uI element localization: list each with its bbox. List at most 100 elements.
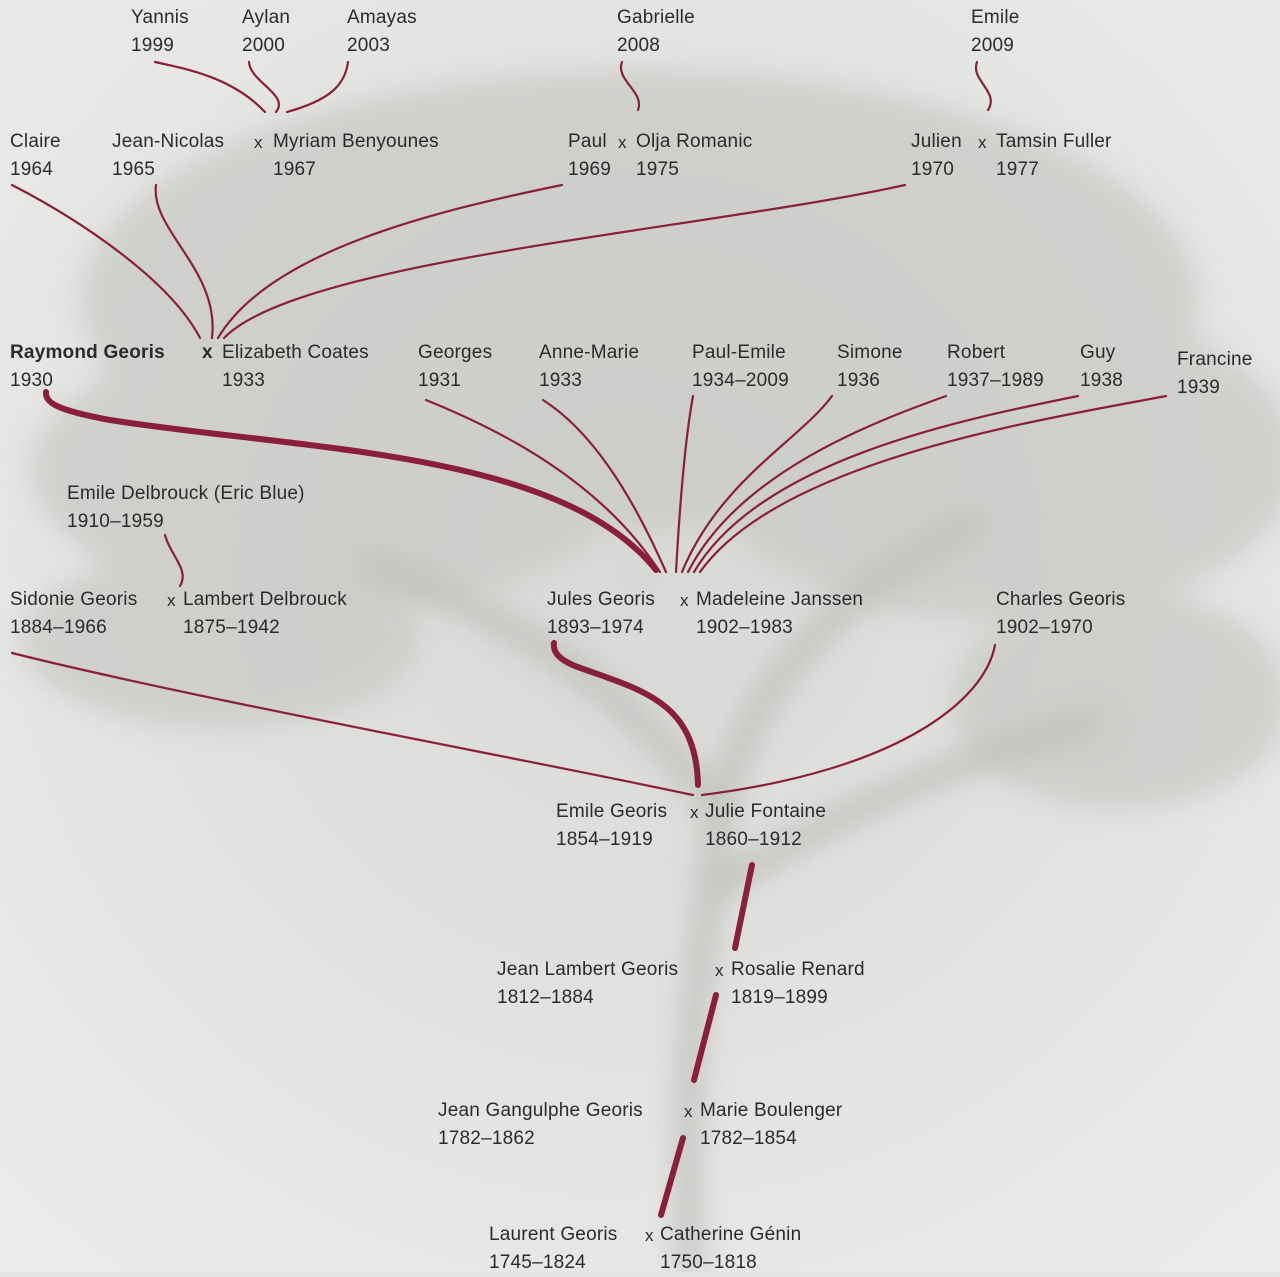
person-catherine-genin: Catherine Génin 1750–1818 <box>660 1221 801 1277</box>
person-dates: 1812–1884 <box>497 987 594 1008</box>
person-julie-fontaine: Julie Fontaine 1860–1912 <box>705 798 826 854</box>
person-name: Anne-Marie <box>539 342 640 363</box>
person-aylan: Aylan 2000 <box>242 4 290 60</box>
person-name: Raymond Georis <box>10 342 165 363</box>
person-name: Simone <box>837 342 903 363</box>
person-dates: 2009 <box>971 35 1015 56</box>
person-name: Lambert Delbrouck <box>183 589 347 610</box>
person-dates: 1970 <box>911 159 955 180</box>
person-dates: 1930 <box>10 370 54 391</box>
person-name: Guy <box>1080 342 1116 363</box>
person-marie-boulenger: Marie Boulenger 1782–1854 <box>700 1097 842 1153</box>
person-dates: 1939 <box>1177 377 1221 398</box>
person-gabrielle: Gabrielle 2008 <box>617 4 695 60</box>
person-dates: 1854–1919 <box>556 829 653 850</box>
person-dates: 1910–1959 <box>67 511 164 532</box>
person-name: Julien <box>911 131 962 152</box>
person-name: Madeleine Janssen <box>696 589 864 610</box>
person-name: Paul <box>568 131 607 152</box>
lineage-link <box>658 1135 686 1218</box>
person-paul-emile: Paul-Emile 1934–2009 <box>692 339 789 395</box>
person-dates: 1750–1818 <box>660 1252 757 1273</box>
child-link <box>698 394 1168 574</box>
person-emile-2009: Emile 2009 <box>971 4 1020 60</box>
person-name: Paul-Emile <box>692 342 786 363</box>
person-dates: 1819–1899 <box>731 987 828 1008</box>
child-link-delbrouck <box>163 533 184 588</box>
person-dates: 1975 <box>636 159 680 180</box>
person-robert: Robert 1937–1989 <box>947 339 1044 395</box>
marriage-separator: x <box>645 1226 654 1245</box>
marriage-separator: x <box>715 961 724 980</box>
person-emile-georis: Emile Georis 1854–1919 <box>556 798 667 854</box>
child-link <box>216 183 564 340</box>
lineage-link <box>691 992 719 1083</box>
person-dates: 1977 <box>996 159 1040 180</box>
person-name: Robert <box>947 342 1006 363</box>
person-jean-nicolas: Jean-Nicolas 1965 <box>112 128 224 184</box>
person-name: Sidonie Georis <box>10 589 138 610</box>
person-emile-delbrouck: Emile Delbrouck (Eric Blue) 1910–1959 <box>67 480 305 536</box>
person-dates: 1860–1912 <box>705 829 802 850</box>
child-link <box>154 183 214 340</box>
person-charles-georis: Charles Georis 1902–1970 <box>996 586 1126 642</box>
person-dates: 1999 <box>131 35 175 56</box>
person-simone: Simone 1936 <box>837 339 903 395</box>
marriage-separator: x <box>202 342 213 363</box>
person-dates: 1782–1854 <box>700 1128 797 1149</box>
person-guy: Guy 1938 <box>1080 339 1123 395</box>
child-link <box>619 60 641 112</box>
person-dates: 1893–1974 <box>547 617 644 638</box>
person-madeleine-janssen: Madeleine Janssen 1902–1983 <box>696 586 863 642</box>
person-sidonie-georis: Sidonie Georis 1884–1966 <box>10 586 137 642</box>
person-name: Jean-Nicolas <box>112 131 225 152</box>
person-francine: Francine 1939 <box>1177 346 1253 402</box>
person-dates: 1933 <box>539 370 583 391</box>
child-link <box>700 643 997 797</box>
marriage-separator: x <box>690 803 699 822</box>
person-elizabeth-coates: Elizabeth Coates 1933 <box>222 339 369 395</box>
person-name: Amayas <box>347 7 417 28</box>
child-link <box>285 60 350 114</box>
person-name: Francine <box>1177 349 1253 370</box>
child-link <box>247 60 280 114</box>
person-dates: 1969 <box>568 159 612 180</box>
person-paul: Paul 1969 <box>568 128 611 184</box>
child-link <box>10 651 695 797</box>
person-dates: 1782–1862 <box>438 1128 535 1149</box>
person-name: Jean Gangulphe Georis <box>438 1100 643 1121</box>
child-link <box>674 394 695 574</box>
lineage-link <box>550 640 701 788</box>
person-dates: 1902–1970 <box>996 617 1093 638</box>
person-dates: 1934–2009 <box>692 370 789 391</box>
person-jean-gangulphe-georis: Jean Gangulphe Georis 1782–1862 <box>438 1097 643 1153</box>
child-link <box>424 398 662 574</box>
person-name: Marie Boulenger <box>700 1100 843 1121</box>
person-raymond-georis: Raymond Georis 1930 <box>10 339 165 395</box>
marriage-separator: x <box>978 133 987 152</box>
child-link <box>541 398 668 574</box>
person-name: Jean Lambert Georis <box>497 959 679 980</box>
person-name: Olja Romanic <box>636 131 753 152</box>
child-link <box>222 183 907 340</box>
child-link <box>680 394 834 574</box>
person-claire: Claire 1964 <box>10 128 61 184</box>
person-olja-romanic: Olja Romanic 1975 <box>636 128 752 184</box>
person-anne-marie: Anne-Marie 1933 <box>539 339 639 395</box>
marriage-separator: x <box>254 133 263 152</box>
marriage-separator: x <box>684 1102 693 1121</box>
person-dates: 1884–1966 <box>10 617 107 638</box>
person-name: Rosalie Renard <box>731 959 865 980</box>
marriage-separator: x <box>618 133 627 152</box>
person-tamsin-fuller: Tamsin Fuller 1977 <box>996 128 1112 184</box>
marriage-separator: x <box>680 591 689 610</box>
person-dates: 1931 <box>418 370 462 391</box>
person-name: Laurent Georis <box>489 1224 618 1245</box>
person-georges: Georges 1931 <box>418 339 492 395</box>
child-link <box>153 60 267 114</box>
person-name: Yannis <box>131 7 189 28</box>
child-link <box>686 394 948 574</box>
lineage-link <box>42 389 659 573</box>
person-name: Aylan <box>242 7 291 28</box>
